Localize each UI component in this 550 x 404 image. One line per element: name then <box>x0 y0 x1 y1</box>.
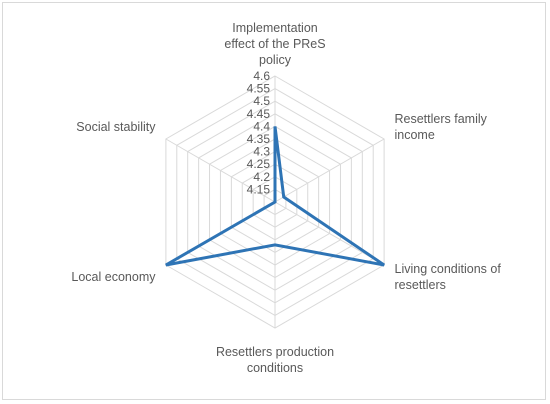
axis-label-line: Local economy <box>71 270 156 284</box>
tick-label: 4.2 <box>253 170 270 184</box>
series-layer <box>165 126 385 267</box>
axis-label: Resettlers family income <box>395 112 488 142</box>
axis-label-line: effect of the PReS <box>224 37 325 51</box>
axis-label-line: Resettlers family <box>395 112 488 126</box>
axis-label-line: Living conditions of <box>395 262 502 276</box>
axis-label: Implementation effect of the PReS policy <box>224 21 325 67</box>
axis-label-line: Social stability <box>76 120 156 134</box>
tick-label: 4.4 <box>253 119 270 133</box>
axis-label-line: Implementation <box>232 21 318 35</box>
axis-label: Resettlers production conditions <box>216 345 334 375</box>
tick-label: 4.45 <box>247 107 271 121</box>
tick-label: 4.3 <box>253 145 270 159</box>
axis-label-layer: Implementation effect of the PReS policyRe… <box>71 21 501 375</box>
tick-label: 4.55 <box>247 82 271 96</box>
axis-label: Living conditions of resettlers <box>395 262 502 292</box>
series-line <box>165 126 385 267</box>
axis-spoke <box>274 138 385 203</box>
axis-label-line: policy <box>259 53 292 67</box>
tick-label: 4.35 <box>247 132 271 146</box>
tick-label: 4.6 <box>253 69 270 83</box>
axis-label: Local economy <box>71 270 156 284</box>
axis-spoke <box>165 138 276 203</box>
axis-label-line: resettlers <box>395 278 446 292</box>
axis-label: Social stability <box>76 120 156 134</box>
tick-label: 4.25 <box>247 157 271 171</box>
axis-label-line: income <box>395 128 435 142</box>
grid-layer <box>165 75 385 329</box>
tick-label: 4.5 <box>253 94 270 108</box>
axis-label-line: conditions <box>247 361 303 375</box>
tick-label: 4.15 <box>247 182 271 196</box>
axis-spoke <box>274 201 385 266</box>
tick-layer: 4.154.24.254.34.354.44.454.54.554.6 <box>247 69 271 196</box>
axis-label-line: Resettlers production <box>216 345 334 359</box>
